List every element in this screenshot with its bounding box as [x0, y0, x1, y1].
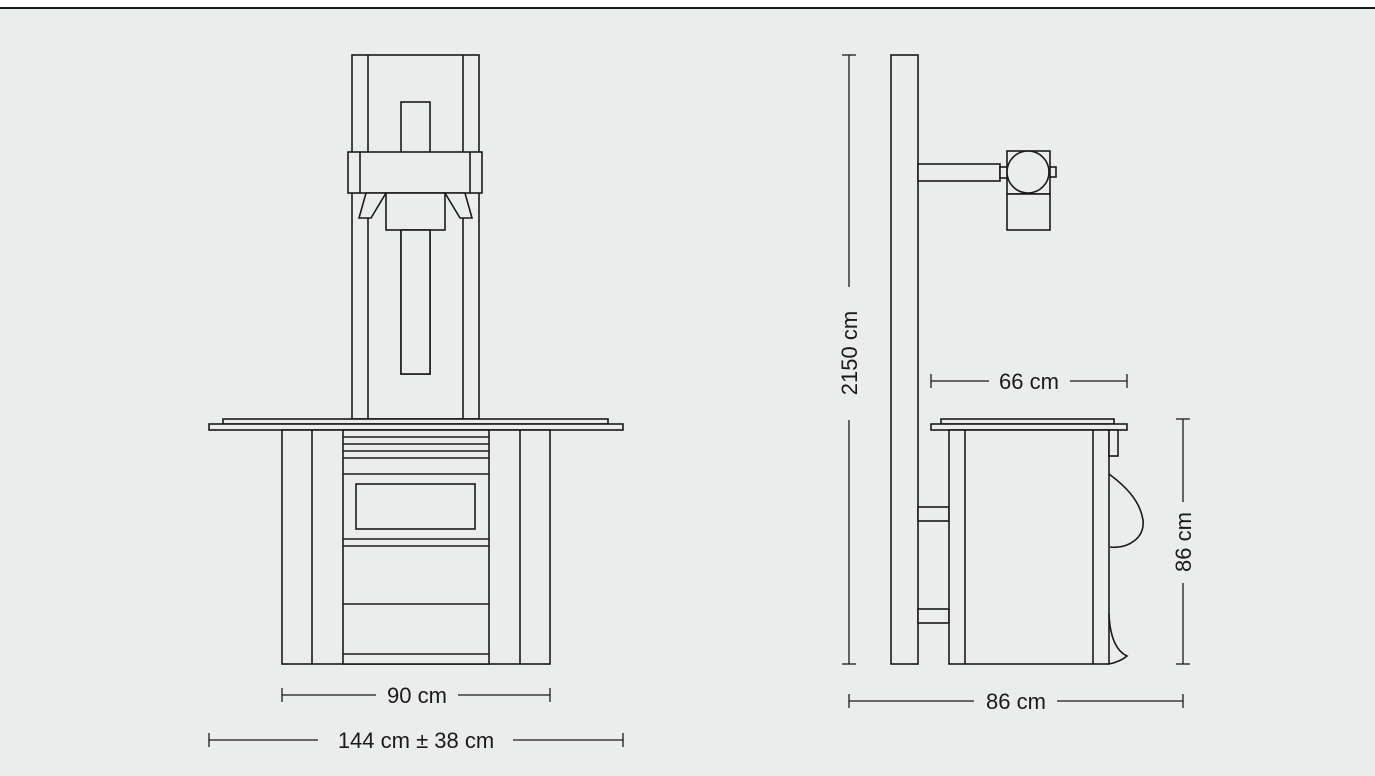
dim-label-90: 90 cm [387, 683, 447, 708]
drawing-panel [0, 9, 1375, 776]
side-cabinet [948, 429, 1110, 665]
dim-label-86-horizontal: 86 cm [986, 689, 1046, 714]
side-column [890, 54, 919, 665]
side-handle [1108, 429, 1119, 457]
side-view [890, 54, 1144, 665]
front-view [208, 54, 624, 665]
dimension-86cm-horizontal: 86 cm [848, 689, 1184, 714]
lower-rail [400, 229, 431, 375]
dim-label-144: 144 cm ± 38 cm [338, 728, 494, 753]
enlarger-head [347, 151, 483, 375]
lower-connector [917, 608, 950, 624]
dim-label-2150: 2150 cm [837, 311, 862, 395]
dim-label-66: 66 cm [999, 369, 1059, 394]
lens-block [385, 192, 446, 231]
side-arm [917, 163, 1001, 182]
head-lamp [1006, 150, 1050, 194]
dim-label-86-vertical: 86 cm [1171, 512, 1196, 572]
dimension-144cm: 144 cm ± 38 cm [208, 728, 624, 753]
side-head [917, 150, 1057, 231]
front-cabinet [281, 429, 551, 665]
side-tabletop-lower [930, 423, 1128, 431]
top-rule [0, 0, 1375, 9]
dimension-66cm: 66 cm [930, 369, 1128, 394]
front-tabletop [208, 418, 624, 431]
head-housing [347, 151, 483, 194]
dimension-2150cm: 2150 cm [837, 54, 862, 665]
dimension-86cm-vertical: 86 cm [1171, 418, 1196, 665]
side-foot [1108, 613, 1129, 665]
dimension-90cm: 90 cm [281, 683, 551, 708]
left-bracket [357, 192, 388, 219]
tabletop-lower [208, 423, 624, 431]
upper-connector [917, 506, 950, 522]
side-bag [1108, 473, 1144, 548]
cabinet-window [355, 483, 476, 530]
right-bracket [443, 192, 474, 219]
cabinet-center [342, 429, 490, 665]
lens-box [1006, 193, 1051, 231]
